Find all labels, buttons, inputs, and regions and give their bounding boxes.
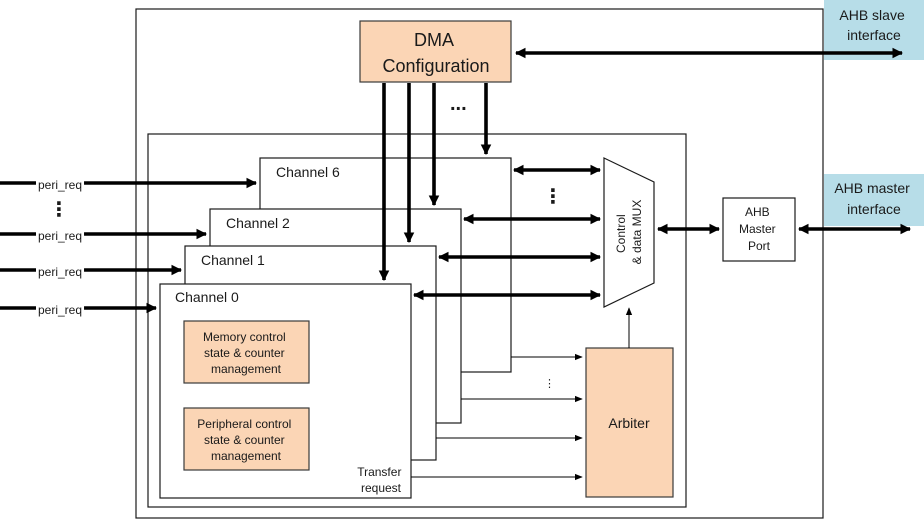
channel-2-label: Channel 2 bbox=[226, 215, 290, 231]
ahb-master-port-box bbox=[722, 197, 796, 262]
dma-configuration-box bbox=[359, 20, 512, 83]
channel-6-label: Channel 6 bbox=[276, 164, 340, 180]
config-ellipsis: ... bbox=[450, 93, 467, 115]
memory-control-box bbox=[183, 320, 310, 384]
peri-req-label-backing bbox=[36, 303, 85, 317]
mux-ellipsis: ⋮ bbox=[543, 186, 563, 208]
arbiter-box bbox=[585, 347, 674, 498]
ahb-master-interface-label-bg bbox=[824, 174, 924, 226]
arbiter-label: Arbiter bbox=[608, 415, 650, 431]
peripheral-control-box bbox=[183, 407, 310, 471]
ahb-master-port-label: AHB Master Port bbox=[739, 205, 779, 253]
memory-control-label: Memory control state & counter managemen… bbox=[203, 330, 289, 376]
peri-req-channel-0-label: peri_req bbox=[38, 303, 82, 317]
peri-req-channel-1-label: peri_req bbox=[38, 265, 82, 279]
channel-1-label: Channel 1 bbox=[201, 252, 265, 268]
transfer-request-label: Transfer request bbox=[357, 465, 405, 495]
channel-0-label: Channel 0 bbox=[175, 289, 239, 305]
peri-req-label-backing bbox=[36, 229, 85, 243]
mux-label: Control & data MUX bbox=[614, 200, 644, 265]
ahb-slave-interface-label: AHB slave interface bbox=[839, 7, 908, 43]
peri-req-ellipsis: ⋮ bbox=[49, 199, 69, 221]
ahb-master-interface-label: AHB master interface bbox=[834, 180, 913, 217]
peri-req-label-backing bbox=[36, 178, 85, 192]
peripheral-control-label: Peripheral control state & counter manag… bbox=[197, 417, 294, 463]
peri-req-label-backing bbox=[36, 265, 85, 279]
control-data-mux bbox=[603, 157, 655, 308]
peri-req-channel-6-label: peri_req bbox=[38, 178, 82, 192]
peri-req-channel-2-label: peri_req bbox=[38, 229, 82, 243]
request-ellipsis: ⋮ bbox=[544, 378, 555, 390]
dma-configuration-label: DMA Configuration bbox=[382, 30, 489, 76]
